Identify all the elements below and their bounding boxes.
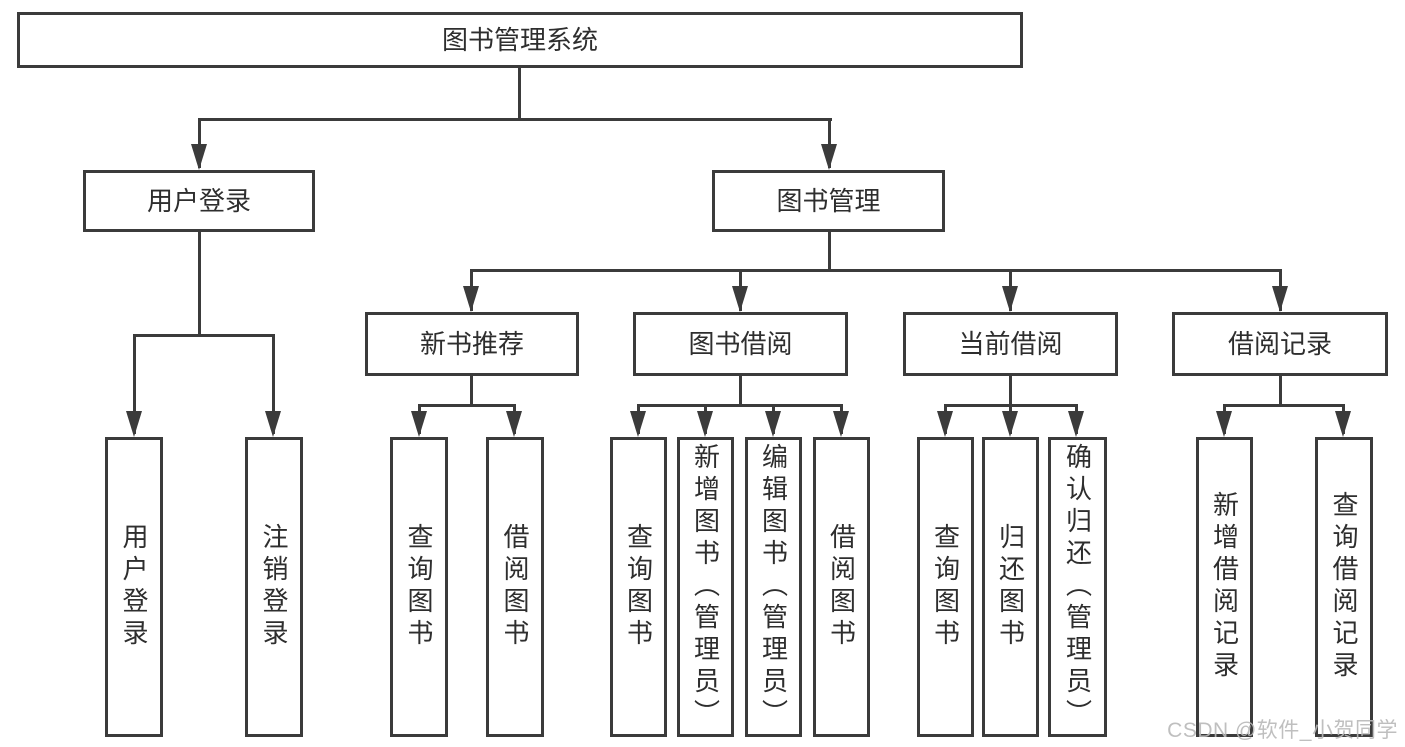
node-new-book-recommendation-label: 新书推荐 (419, 329, 524, 359)
connector-drop-leaf-user-login (133, 334, 136, 434)
leaf-confirm-return-admin: 确认归还（管理员） (1048, 437, 1107, 737)
connector-new-book-stub (470, 375, 473, 406)
arrowhead-book-borrowing (732, 286, 748, 312)
leaf-borrow-books-borrowing: 借阅图书 (813, 437, 870, 737)
arrowhead-leaf-user-login (126, 411, 142, 437)
arrowhead-current-borrowing (1002, 286, 1018, 312)
arrowhead-add-book (697, 411, 713, 437)
leaf-query-borrowing-record: 查询借阅记录 (1315, 437, 1373, 737)
connector-new-book-branch (418, 404, 516, 407)
connector-user-login-branch (133, 334, 275, 337)
node-book-management-label: 图书管理 (776, 186, 881, 216)
arrowhead-user-login (191, 144, 207, 170)
leaf-query-books-borrowing-label: 查询图书 (623, 523, 654, 651)
arrowhead-new-book (463, 286, 479, 312)
leaf-user-login: 用户登录 (105, 437, 163, 737)
leaf-user-login-label: 用户登录 (119, 523, 149, 651)
node-current-borrowing: 当前借阅 (903, 312, 1118, 376)
leaf-query-books-borrowing: 查询图书 (610, 437, 667, 737)
node-root: 图书管理系统 (17, 12, 1023, 68)
arrowhead-add-record (1216, 411, 1232, 437)
connector-root-branch (198, 118, 832, 121)
arrowhead-book-management (821, 144, 837, 170)
node-current-borrowing-label: 当前借阅 (958, 329, 1063, 359)
leaf-add-book-admin: 新增图书（管理员） (677, 437, 734, 737)
node-user-login: 用户登录 (83, 170, 315, 232)
node-book-borrowing: 图书借阅 (633, 312, 848, 376)
leaf-logout-label: 注销登录 (259, 523, 289, 651)
arrowhead-query-books-1 (411, 411, 427, 437)
leaf-query-books-recommend-label: 查询图书 (404, 523, 434, 651)
arrowhead-borrowing-records (1272, 286, 1288, 312)
leaf-edit-book-admin-label: 编辑图书（管理员） (758, 443, 789, 731)
arrowhead-query-books-2 (630, 411, 646, 437)
connector-user-login-stub (198, 231, 201, 336)
leaf-borrow-books-recommend: 借阅图书 (486, 437, 544, 737)
node-user-login-label: 用户登录 (146, 186, 251, 216)
leaf-add-book-admin-label: 新增图书（管理员） (690, 443, 721, 731)
node-new-book-recommendation: 新书推荐 (365, 312, 579, 376)
connector-root-stub (518, 68, 521, 120)
leaf-return-books-label: 归还图书 (995, 523, 1026, 651)
arrowhead-edit-book (765, 411, 781, 437)
node-book-borrowing-label: 图书借阅 (688, 329, 793, 359)
leaf-add-borrowing-record: 新增借阅记录 (1196, 437, 1253, 737)
leaf-add-borrowing-record-label: 新增借阅记录 (1209, 491, 1240, 683)
connector-current-borrowing-stub (1009, 375, 1012, 406)
connector-borrowing-records-stub (1279, 375, 1282, 406)
connector-drop-book-management (828, 118, 831, 168)
node-borrowing-records-label: 借阅记录 (1227, 329, 1332, 359)
leaf-query-books-recommend: 查询图书 (390, 437, 448, 737)
leaf-edit-book-admin: 编辑图书（管理员） (745, 437, 802, 737)
connector-book-management-stub (828, 231, 831, 271)
connector-book-borrowing-branch (637, 404, 842, 407)
connector-borrowing-records-branch (1223, 404, 1345, 407)
arrowhead-leaf-logout (265, 411, 281, 437)
connector-book-borrowing-stub (739, 375, 742, 406)
leaf-borrow-books-recommend-label: 借阅图书 (500, 523, 530, 651)
arrowhead-confirm-return (1068, 411, 1084, 437)
connector-book-management-branch (470, 269, 1281, 272)
leaf-query-borrowing-record-label: 查询借阅记录 (1329, 491, 1359, 683)
leaf-query-books-current: 查询图书 (917, 437, 974, 737)
node-root-label: 图书管理系统 (441, 25, 598, 55)
node-borrowing-records: 借阅记录 (1172, 312, 1388, 376)
leaf-query-books-current-label: 查询图书 (930, 523, 961, 651)
arrowhead-query-books-3 (937, 411, 953, 437)
leaf-logout: 注销登录 (245, 437, 303, 737)
node-book-management: 图书管理 (712, 170, 945, 232)
leaf-borrow-books-borrowing-label: 借阅图书 (826, 523, 857, 651)
csdn-watermark: CSDN @软件_小贺同学 (1167, 719, 1398, 742)
arrowhead-return-books (1002, 411, 1018, 437)
connector-drop-leaf-logout (272, 334, 275, 434)
connector-drop-user-login (198, 118, 201, 168)
leaf-return-books: 归还图书 (982, 437, 1039, 737)
arrowhead-borrow-books-1 (506, 411, 522, 437)
arrowhead-query-record (1335, 411, 1351, 437)
arrowhead-borrow-books-2 (833, 411, 849, 437)
leaf-confirm-return-admin-label: 确认归还（管理员） (1062, 443, 1093, 731)
